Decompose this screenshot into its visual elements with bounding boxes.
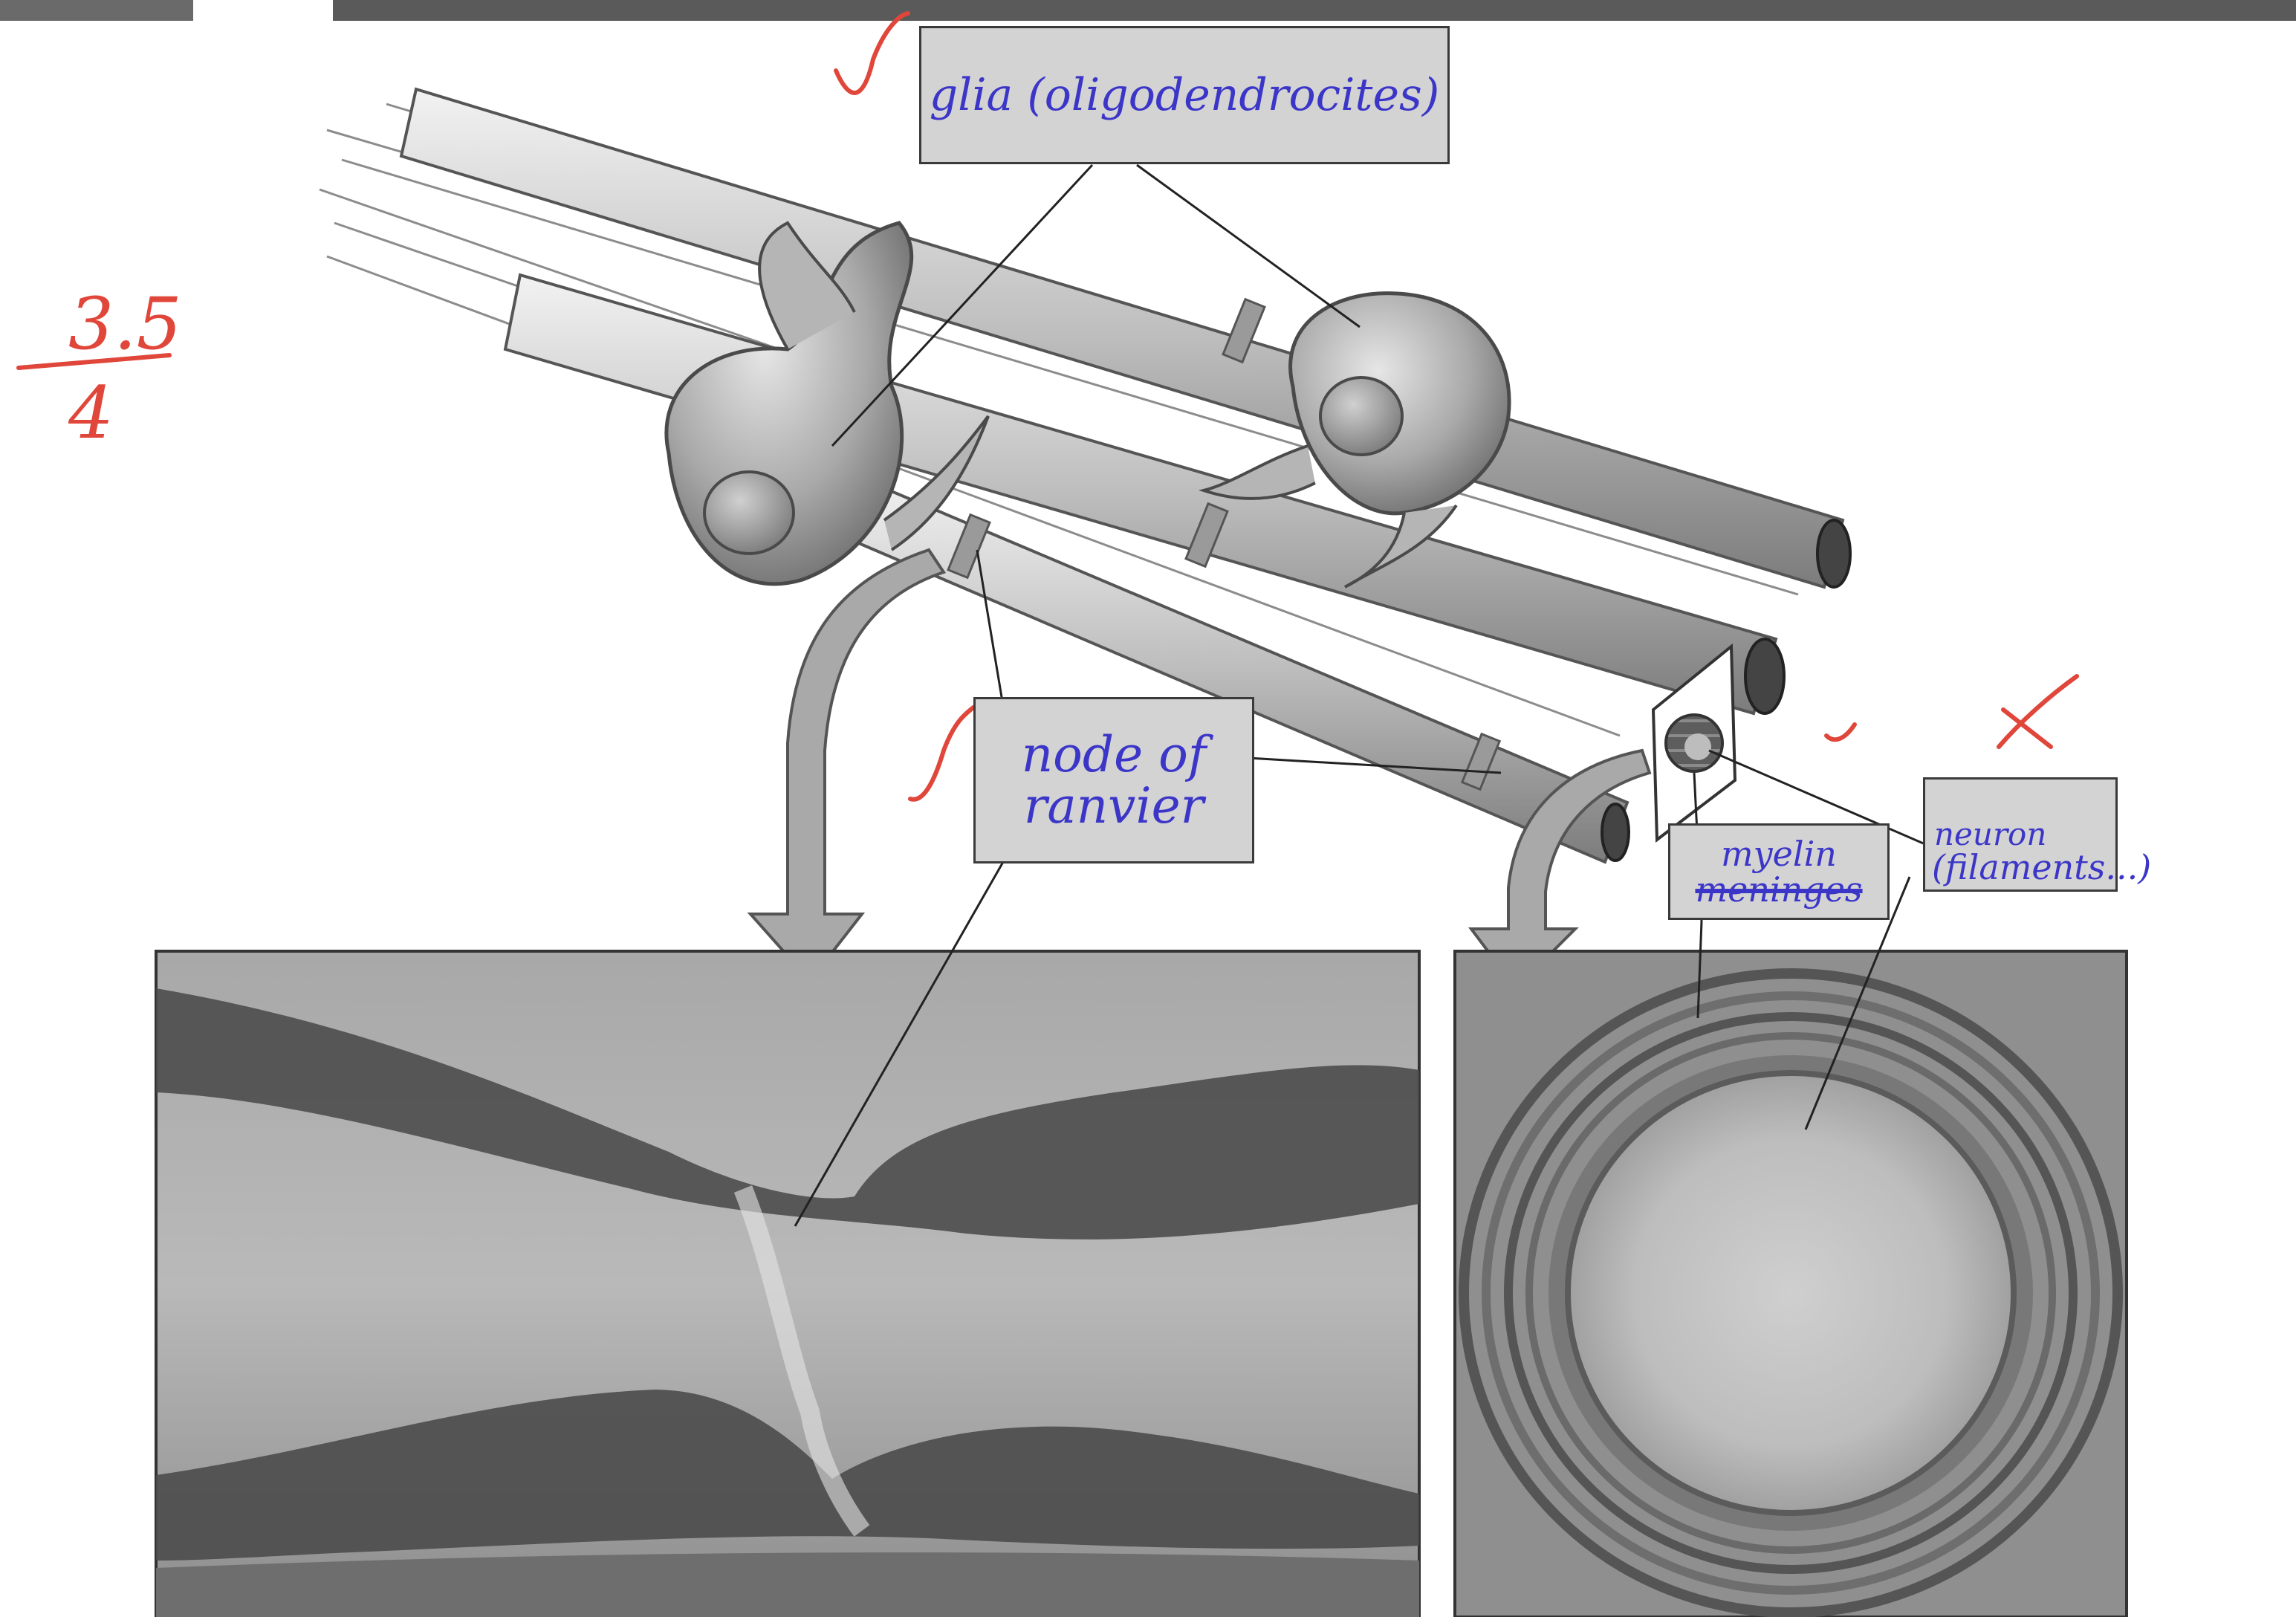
check-mark-glia xyxy=(836,13,908,93)
zoom-arrow-left xyxy=(750,550,944,981)
score-denominator: 4 xyxy=(68,372,114,455)
label-node-line2: ranvier xyxy=(1024,780,1204,832)
label-node-of-ranvier: node of ranvier xyxy=(973,697,1254,863)
nucleus-left xyxy=(704,472,794,554)
header-bar-right xyxy=(333,0,2296,21)
axon-tube-middle-end xyxy=(1745,639,1784,713)
cross-mark-neuron xyxy=(1999,676,2077,747)
nucleus-right xyxy=(1320,377,1402,455)
label-node-line1: node of xyxy=(1022,729,1207,780)
check-mark-myelin xyxy=(1826,725,1855,739)
score-numerator: 3.5 xyxy=(68,282,182,366)
label-neuron-line2: (filaments...) xyxy=(1932,847,2151,887)
axon-tube-lower-end xyxy=(1602,804,1629,861)
header-bar-left xyxy=(0,0,193,21)
label-myelin: myelin meninges xyxy=(1668,823,1890,920)
label-myelin-text: myelin xyxy=(1721,836,1837,872)
check-mark-node xyxy=(910,707,973,800)
label-glia-text: glia (oligodendrocites) xyxy=(930,72,1439,119)
axon-tube-upper-end xyxy=(1817,520,1850,587)
label-myelin-struck-text: meninges xyxy=(1695,872,1862,907)
micrograph-cross-section xyxy=(1455,951,2127,1617)
label-neuron-line1: neuron xyxy=(1925,818,2046,851)
label-glia: glia (oligodendrocites) xyxy=(919,26,1450,164)
micrograph-node-of-ranvier xyxy=(156,951,1419,1617)
